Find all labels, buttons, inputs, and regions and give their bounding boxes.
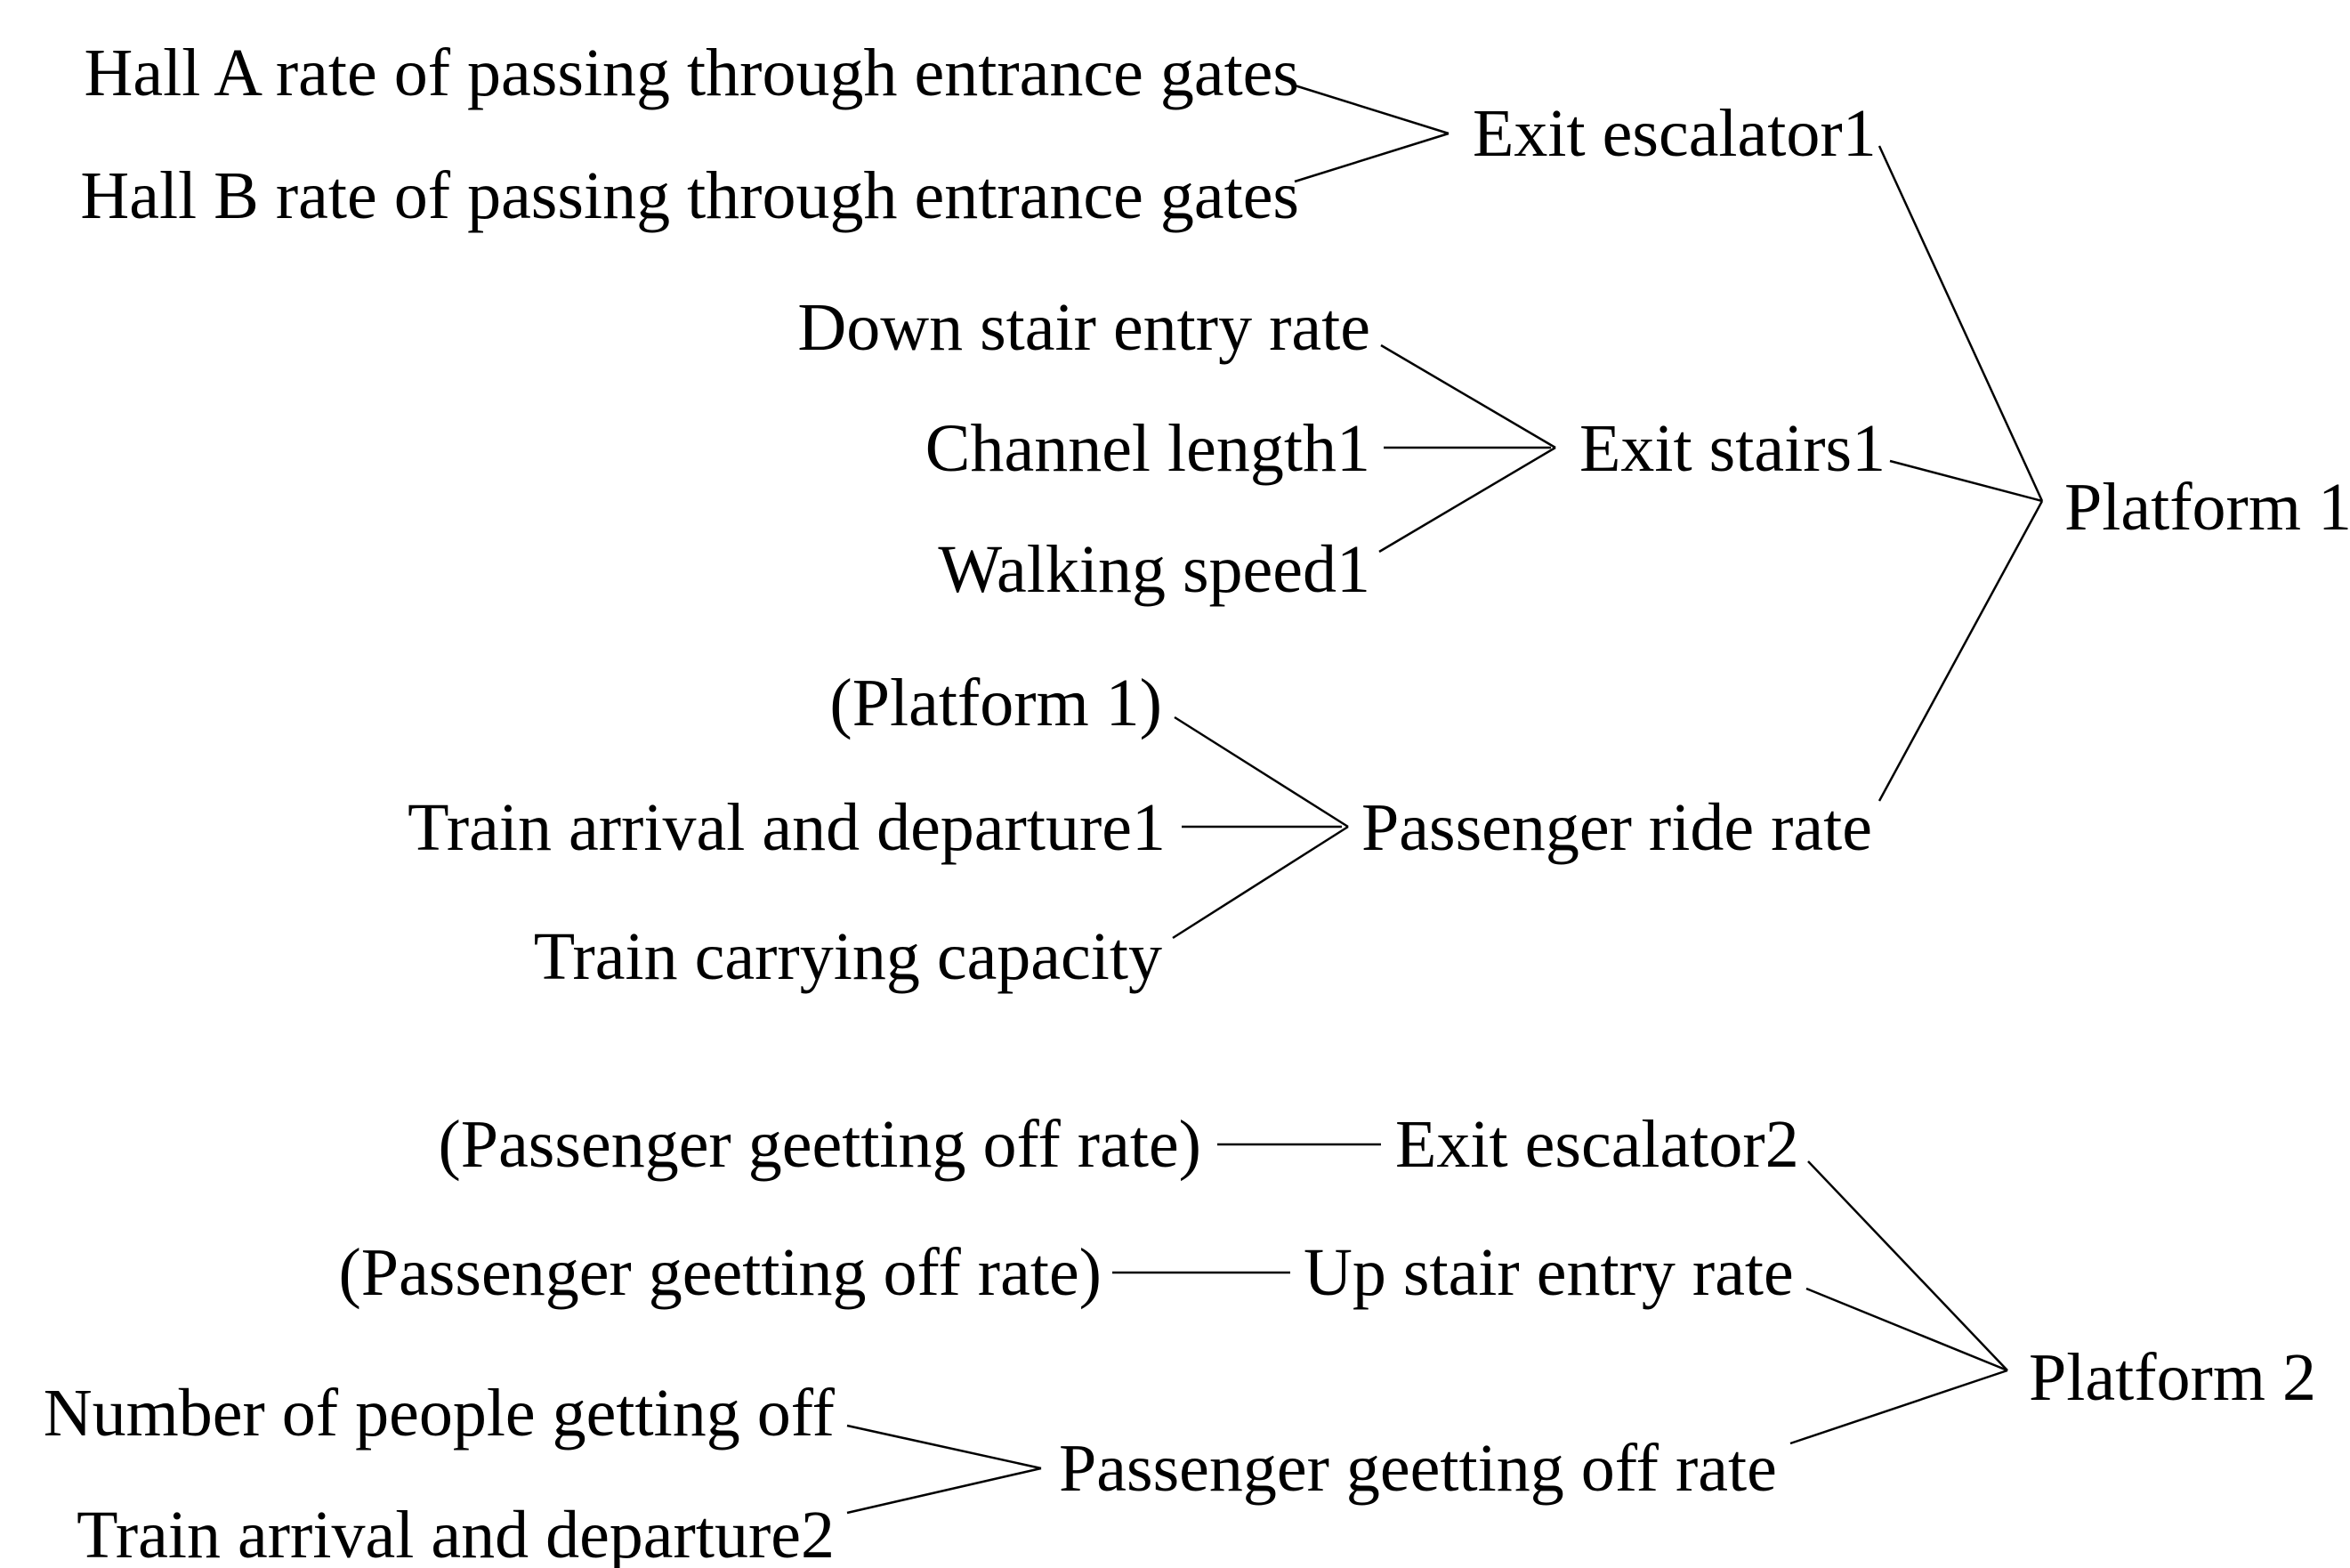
node-passenger-getting-off-ref2: (Passenger geetting off rate) <box>338 1235 1102 1310</box>
edge-line <box>1789 1369 2008 1445</box>
edge-line <box>846 1467 1042 1515</box>
edge-line <box>1378 446 1556 554</box>
node-up-stair-entry-rate: Up stair entry rate <box>1304 1235 1794 1310</box>
edge-line <box>846 1424 1042 1470</box>
node-exit-stairs1: Exit stairs1 <box>1579 411 1886 486</box>
node-exit-escalator1: Exit escalator1 <box>1473 96 1877 171</box>
edge-line <box>1172 825 1349 940</box>
node-platform1: Platform 1 <box>2064 470 2350 545</box>
node-exit-escalator2: Exit escalator2 <box>1395 1107 1799 1182</box>
node-platform2: Platform 2 <box>2029 1340 2316 1415</box>
node-platform1-ref: (Platform 1) <box>829 666 1162 740</box>
edge-line <box>1805 1287 2008 1372</box>
edge-line <box>1807 1160 2008 1371</box>
edge-line <box>1294 84 1450 135</box>
edge-line <box>1174 715 1349 828</box>
node-train-carrying-capacity: Train carrying capacity <box>533 919 1162 994</box>
edge-line <box>1889 459 2043 503</box>
node-walking-speed1: Walking speed1 <box>938 532 1370 607</box>
edge-line <box>1380 344 1556 449</box>
node-passenger-ride-rate: Passenger ride rate <box>1361 790 1872 865</box>
node-train-arrival-departure1: Train arrival and departure1 <box>408 790 1166 865</box>
edge-line <box>1878 500 2044 802</box>
node-hall-b-gate-rate: Hall B rate of passing through entrance … <box>80 158 1299 233</box>
node-down-stair-entry-rate: Down stair entry rate <box>797 290 1370 365</box>
node-channel-length1: Channel length1 <box>925 411 1370 486</box>
node-passenger-getting-off-ref1: (Passenger geetting off rate) <box>438 1107 1202 1182</box>
edge-line <box>1294 132 1450 183</box>
node-number-people-getting-off: Number of people getting off <box>43 1376 835 1451</box>
node-train-arrival-departure2: Train arrival and departure2 <box>77 1498 835 1568</box>
node-hall-a-gate-rate: Hall A rate of passing through entrance … <box>84 36 1299 110</box>
edge-line <box>1878 145 2044 502</box>
node-passenger-getting-off-rate: Passenger geetting off rate <box>1059 1431 1777 1506</box>
